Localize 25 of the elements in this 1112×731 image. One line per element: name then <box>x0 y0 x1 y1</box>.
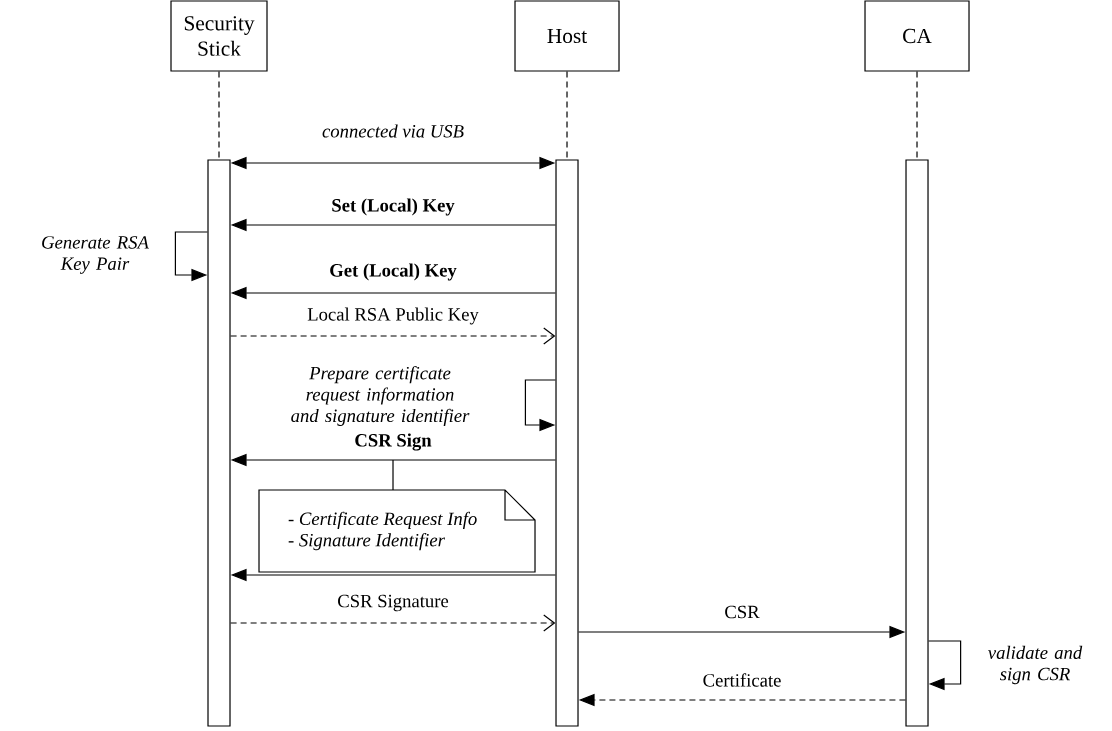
edge-label: CSR Signature <box>338 594 449 612</box>
participant-box: Security Stick <box>170 0 268 72</box>
activation-bar <box>905 159 929 727</box>
edge-label: CSR <box>725 605 760 619</box>
self-arrow <box>928 640 962 691</box>
lifeline <box>566 71 568 160</box>
lifeline <box>916 71 918 160</box>
note-connector <box>392 459 394 491</box>
activation-bar <box>555 159 579 727</box>
edge-label: Certificate <box>703 673 781 687</box>
edge-label: Get (Local) Key <box>330 263 457 281</box>
edge-label: Prepare certificate request information and signature identifier <box>291 366 470 426</box>
participant-box: CA <box>864 0 970 72</box>
message-arrow <box>230 614 556 632</box>
edge-label: Set (Local) Key <box>332 198 455 216</box>
activation-bar <box>207 159 231 727</box>
edge-label: validate and sign CSR <box>988 645 1083 685</box>
edge-label: CSR Sign <box>355 433 432 451</box>
edge-label: connected via USB <box>322 124 464 138</box>
participant-box: Host <box>514 0 620 72</box>
edge-label: Generate RSA Key Pair <box>42 236 149 274</box>
note: - Certificate Request Info - Signature Identifier <box>258 489 536 573</box>
lifeline <box>218 71 220 160</box>
edge-label: Local RSA Public Key <box>307 307 479 325</box>
message-arrow <box>230 327 556 345</box>
